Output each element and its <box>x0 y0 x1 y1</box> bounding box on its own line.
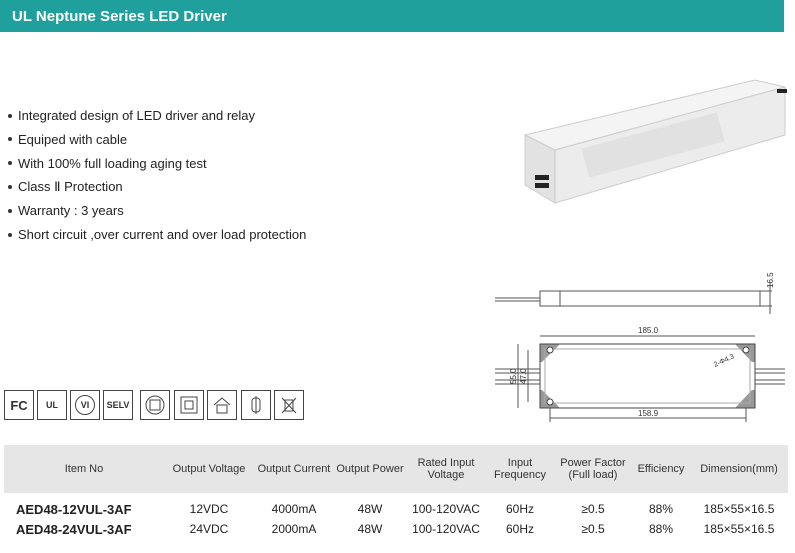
hole-spacing-dimension: 158.9 <box>638 409 659 418</box>
column-header: Input Frequency <box>486 445 554 493</box>
height-dimension: 16.5 <box>766 272 775 288</box>
feature-list: Integrated design of LED driver and rela… <box>8 104 306 247</box>
table-cell: 2000mA <box>271 522 317 536</box>
fcc-icon: FC <box>4 390 34 420</box>
feature-text: Equiped with cable <box>18 131 128 147</box>
table-cell: 4000mA <box>271 502 317 516</box>
table-cell: 88% <box>648 522 674 536</box>
table-cell: 48W <box>357 522 383 536</box>
table-cell: 88% <box>648 502 674 516</box>
bullet-icon <box>8 232 12 237</box>
feature-item: Equiped with cable <box>8 128 306 152</box>
bullet-icon <box>8 161 12 166</box>
feature-item: Integrated design of LED driver and rela… <box>8 104 306 128</box>
table-cell: 48W <box>357 502 383 516</box>
feature-text: Integrated design of LED driver and rela… <box>18 108 256 123</box>
table-cell: 60Hz <box>505 522 534 536</box>
bullet-icon <box>8 208 12 213</box>
column-header: Item No <box>4 445 164 493</box>
selv-icon: SELV <box>103 390 133 420</box>
bullet-icon <box>8 113 12 118</box>
length-dimension: 185.0 <box>638 326 659 335</box>
table-header-row: Item No Output Voltage Output Current Ou… <box>4 445 788 493</box>
feature-item: With 100% full loading aging test <box>8 152 306 176</box>
feature-text: Short circuit ,over current and over loa… <box>18 226 307 242</box>
feature-item: Warranty : 3 years <box>8 199 306 223</box>
column-header: Output Current <box>254 445 334 493</box>
feature-text: With 100% full loading aging test <box>18 155 207 171</box>
fuse-icon <box>241 390 271 420</box>
width-outer-dimension: 55.0 <box>509 368 518 384</box>
table-cell: 100-120VAC <box>412 522 480 536</box>
bullet-icon <box>8 137 12 142</box>
safety-transformer-icon <box>140 390 170 420</box>
ul-icon: UL <box>37 390 67 420</box>
title-banner: UL Neptune Series LED Driver <box>0 0 784 32</box>
table-cell: 12VDC <box>189 502 229 516</box>
width-inner-dimension: 47.0 <box>519 368 528 384</box>
table-cell: 185×55×16.5 <box>703 502 775 516</box>
efficiency-level-vi-icon: VI <box>70 390 100 420</box>
table-row: AED48-24VUL-3AF 24VDC 2000mA 48W 100-120… <box>4 519 788 539</box>
top-view-drawing: 185.0 55.0 47.0 2-Φ4.3 158.9 <box>495 326 785 422</box>
table-cell: ≥0.5 <box>581 502 605 516</box>
class-ii-icon <box>174 390 204 420</box>
table-cell: 185×55×16.5 <box>703 522 775 536</box>
indoor-use-icon <box>207 390 237 420</box>
side-view-drawing: 16.5 <box>495 272 775 314</box>
table-cell: 24VDC <box>189 522 229 536</box>
feature-item: Short circuit ,over current and over loa… <box>8 223 306 247</box>
table-row: AED48-12VUL-3AF 12VDC 4000mA 48W 100-120… <box>4 493 788 519</box>
table-cell: AED48-24VUL-3AF <box>16 521 132 537</box>
column-header: Power Factor (Full load) <box>554 445 632 493</box>
weee-bin-icon <box>274 390 304 420</box>
table-cell: 100-120VAC <box>412 502 480 516</box>
table-cell: 60Hz <box>505 502 534 516</box>
product-image <box>523 79 787 204</box>
column-header: Efficiency <box>632 445 690 493</box>
column-header: Rated Input Voltage <box>406 445 486 493</box>
table-cell: ≥0.5 <box>581 522 605 536</box>
page-title: UL Neptune Series LED Driver <box>12 8 227 25</box>
bullet-icon <box>8 184 12 189</box>
feature-item: Class Ⅱ Protection <box>8 175 306 199</box>
feature-text: Warranty : 3 years <box>18 203 124 219</box>
table-cell: AED48-12VUL-3AF <box>16 501 132 517</box>
feature-text: Class Ⅱ Protection <box>18 179 123 195</box>
column-header: Output Voltage <box>164 445 254 493</box>
column-header: Dimension(mm) <box>690 445 788 493</box>
spec-table: Item No Output Voltage Output Current Ou… <box>4 445 788 539</box>
column-header: Output Power <box>334 445 406 493</box>
